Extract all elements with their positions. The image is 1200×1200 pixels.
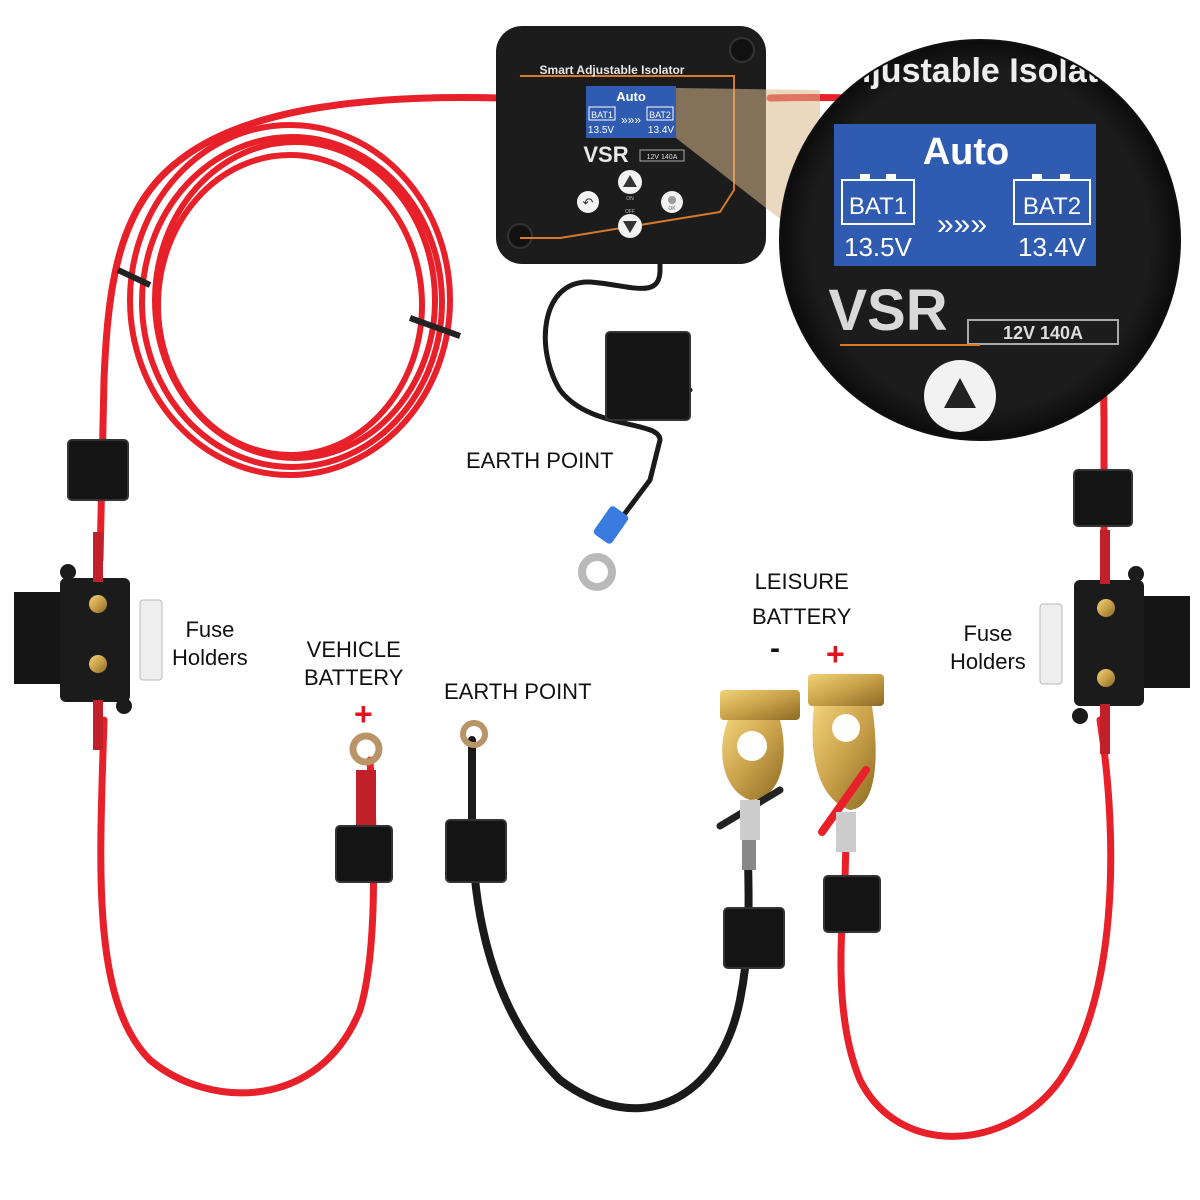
zoom-arrows: »»» [937,208,987,241]
ok-dot-icon [668,196,676,204]
zoom-title-fragment: ljustable Isolat [862,52,1098,90]
triangle-up-icon [944,378,976,408]
earth-point-label-bottom: EARTH POINT [444,679,592,704]
ring-terminal-earth-bottom [460,720,488,748]
triangle-down-icon [623,221,637,233]
device-arrows: »»» [621,113,641,127]
device-bat1-label: BAT1 [591,110,613,120]
ring-terminal-earth-top [578,506,629,591]
earth-point-label-top: EARTH POINT [466,448,614,473]
device-bat2-voltage: 13.4V [648,125,674,136]
device-on-label: ON [626,196,634,202]
red-cable-right-loop [837,716,1115,1140]
device-bat1-voltage: 13.5V [588,125,614,136]
device-screen [586,86,676,138]
device-bat2-label: BAT2 [649,110,671,120]
zoom-bat1-label: BAT1 [849,193,907,220]
ring-terminal-vehicle [349,732,383,830]
fuse-holder-right [1039,530,1190,754]
leisure-minus-sign: - [770,632,780,665]
zoom-brand: VSR [828,278,947,343]
red-cable-left-loop [97,716,378,1097]
vehicle-plus-sign: + [354,696,373,732]
zoom-bat2-label: BAT2 [1023,193,1081,220]
battery-clamp-positive [808,674,884,852]
vehicle-battery-label: VEHICLE BATTERY [304,637,404,690]
device-brand: VSR [583,142,628,167]
device-back-button[interactable] [577,191,599,213]
black-cable-earth-bottom [468,736,753,1113]
isolator-device: Smart Adjustable Isolator Auto BAT1 »»» … [496,26,766,264]
cable-mount [67,331,1133,969]
zoom-screen [834,124,1096,266]
zoom-bat2-voltage: 13.4V [1018,232,1087,262]
leisure-plus-sign: + [826,636,845,672]
fuse-holders-label-right: Fuse Holders [950,621,1026,674]
leisure-battery-label: LEISURE BATTERY [752,569,852,630]
device-mode: Auto [616,89,646,104]
triangle-up-icon [623,175,637,187]
zoom-mode: Auto [923,131,1010,173]
zoom-rating: 12V 140A [1003,323,1083,343]
device-rating: 12V 140A [647,154,678,161]
device-title: Smart Adjustable Isolator [540,63,685,77]
zoom-bat1-voltage: 13.5V [844,232,913,262]
fuse-holder-left [14,532,163,750]
cable-tie [116,267,462,339]
zoom-circle: ljustable Isolat Auto BAT1 »»» BAT2 13.5… [779,39,1181,441]
device-off-label: OFF [625,209,635,215]
back-icon: ↶ [583,195,594,210]
fuse-holders-label-left: Fuse Holders [172,617,248,670]
battery-clamp-negative [716,690,800,870]
red-cable-coil [127,122,453,478]
device-ok-label: OK [668,206,676,212]
